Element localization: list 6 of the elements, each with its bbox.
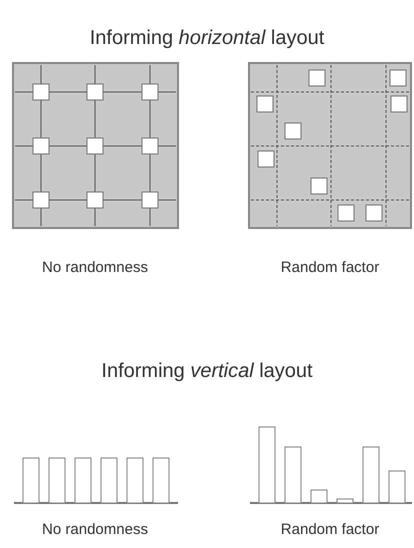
caption: No randomness bbox=[42, 521, 148, 538]
caption: No randomness bbox=[42, 259, 148, 276]
heading: Informing horizontal layout bbox=[90, 27, 324, 49]
caption: Random factor bbox=[280, 521, 380, 538]
caption: Random factor bbox=[280, 259, 380, 276]
heading: Informing vertical layout bbox=[101, 360, 313, 382]
